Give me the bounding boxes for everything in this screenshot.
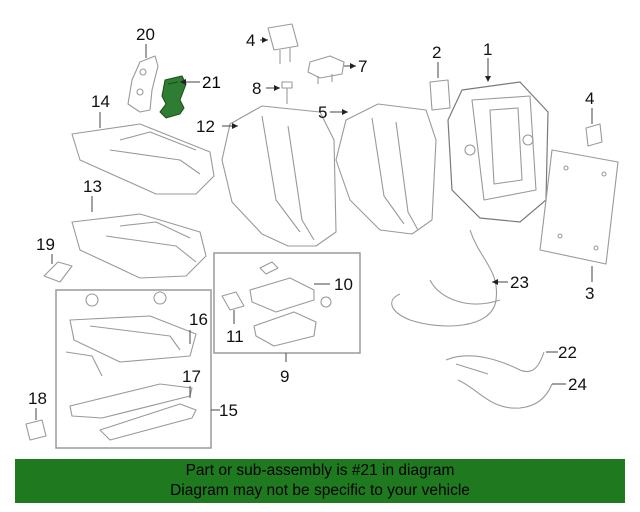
part-20-bracket [127,44,159,113]
callout-22: 22 [558,343,577,362]
part-2-cover [429,62,451,111]
callout-18: 18 [28,389,47,408]
part-4-knob [585,108,603,147]
part-13-cushion-pad [71,196,207,279]
callout-14: 14 [91,92,110,111]
part-19-clip [43,254,73,283]
part-23-cable [391,229,508,327]
part-5-seatback-pad [330,103,437,235]
callout-12: 12 [196,117,215,136]
part-seat-frame [65,291,197,441]
part-1-seatback-frame [447,58,549,223]
part-24-cable [457,379,566,409]
callout-6: 4 [246,31,255,50]
callout-21: 21 [202,73,221,92]
callout-17: 17 [182,367,201,386]
part-18-cover [25,408,47,441]
callout-16: 16 [189,310,208,329]
callout-24: 24 [568,375,587,394]
callout-2: 2 [432,43,441,62]
banner-line-1: Part or sub-assembly is #21 in diagram [185,462,455,479]
part-7-headrest [307,55,356,84]
callout-10: 10 [334,275,353,294]
callout-7: 7 [358,57,367,76]
part-22-cable [445,351,558,375]
frame-group-box [55,289,212,449]
callout-1: 1 [483,40,492,59]
banner-line-2: Diagram may not be specific to your vehi… [170,482,470,499]
part-3-back-board [539,149,619,282]
callout-19: 19 [36,235,55,254]
callout-5: 5 [318,103,327,122]
callout-3: 3 [585,284,594,303]
part-8-guide [266,81,293,104]
part-6-headrest [260,23,299,64]
info-banner: Part or sub-assembly is #21 in diagram D… [15,459,625,503]
part-12-seatback-cover [221,105,337,247]
callout-11: 11 [226,327,244,346]
callout-23: 23 [510,273,529,292]
callout-13: 13 [83,177,102,196]
callout-9: 9 [280,367,289,386]
callout-8: 8 [252,79,261,98]
armrest-group-box [213,252,361,354]
part-14-cushion-cover [71,112,215,195]
callout-15: 15 [219,401,238,420]
part-21-highlighted [159,75,200,119]
part-armrest-group [221,261,332,362]
callout-20: 20 [136,25,155,44]
parts-diagram: 20 21 14 13 19 16 17 [25,23,619,449]
callout-4: 4 [585,89,594,108]
